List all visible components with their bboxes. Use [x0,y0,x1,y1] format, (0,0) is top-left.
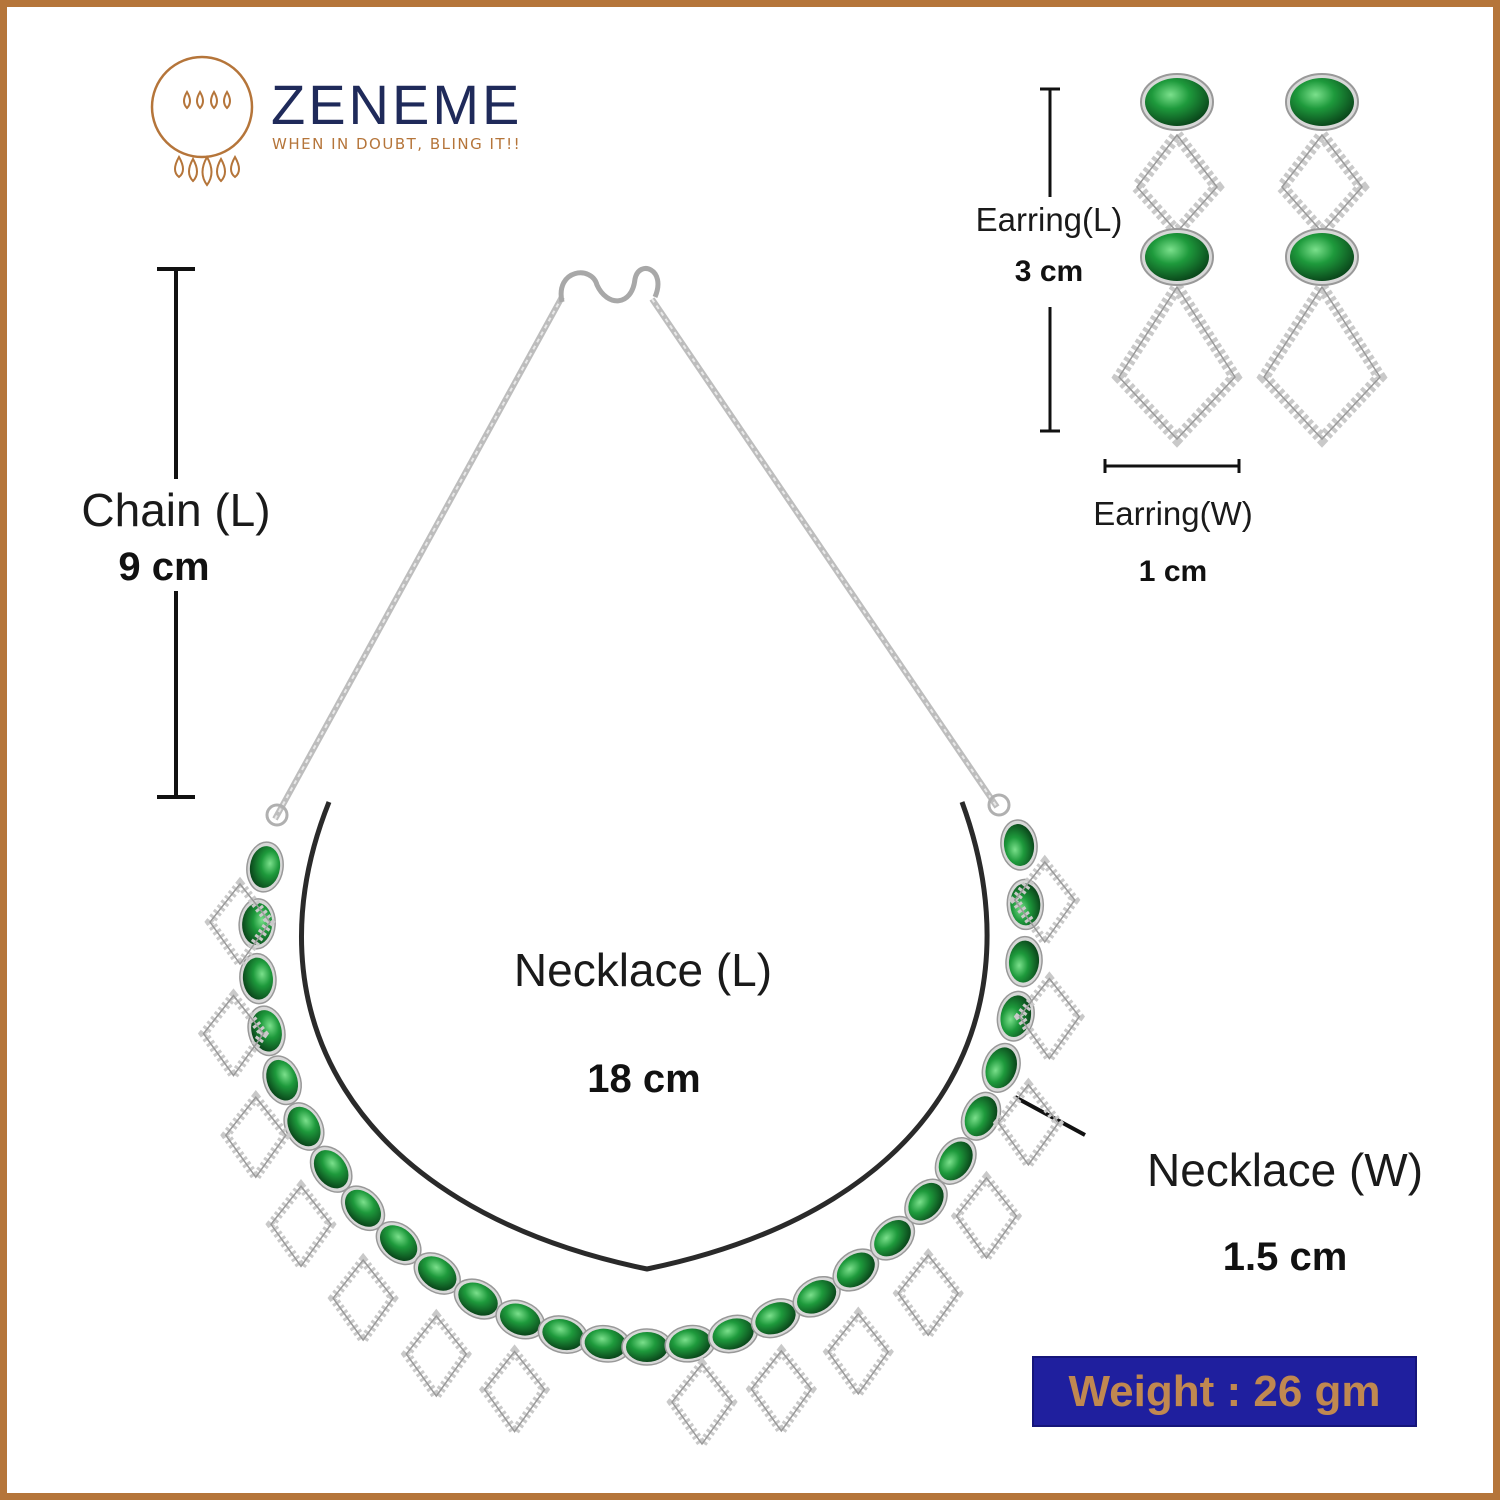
diamond-drop [666,1356,738,1452]
jewelry-illustration [150,55,1388,1452]
green-gem [239,952,277,1005]
necklace-width-value: 1.5 cm [1222,1235,1348,1279]
green-gem [707,1314,759,1354]
necklace-diamond-drops [197,854,1086,1452]
green-gem [453,1278,503,1320]
green-gem [246,841,284,893]
earring [1256,73,1388,448]
green-gem [1005,935,1043,988]
diamond-drop [1013,971,1086,1067]
green-gem [904,1178,948,1225]
chain-length-label: Chain (L) [81,484,271,536]
earrings [1111,73,1388,448]
brand-name: ZENEME [271,73,523,136]
earring-length-marker [1040,87,1060,433]
chain-length-marker [157,267,195,799]
green-gem [832,1248,880,1292]
diamond-drop [220,1089,292,1185]
green-gem [981,1042,1021,1093]
green-gem [262,1055,302,1106]
earring-length-label: Earring(L) [975,201,1123,238]
diamond-drop [327,1252,399,1348]
earring-width-label: Earring(W) [1093,495,1253,532]
diamond-drop [822,1306,894,1402]
diamond-drop [204,876,276,972]
green-gem [869,1215,916,1261]
green-gem [375,1221,422,1266]
earring-width-value: 1 cm [1138,555,1208,588]
brand-logo [150,55,254,187]
diamond-drop [950,1170,1023,1266]
brand-tagline: WHEN IN DOUBT, BLING IT!! [272,135,522,153]
green-gem [283,1102,325,1151]
green-gem [1000,819,1038,871]
green-gem [934,1137,977,1185]
green-gem [537,1315,589,1354]
diamond-drop [197,988,270,1084]
diamond-drop [892,1247,964,1343]
green-gem [579,1324,632,1363]
weight-text: Weight : 26 gm [1068,1366,1381,1416]
necklace-length-label: Necklace (L) [513,944,773,996]
weight-badge: Weight : 26 gm [1032,1356,1417,1427]
green-gem [792,1275,841,1318]
chain-length-value: 9 cm [118,545,210,589]
necklace-length-value: 18 cm [587,1057,701,1101]
necklace-width-label: Necklace (W) [1146,1144,1424,1196]
green-gem [340,1185,386,1232]
green-gem [664,1324,716,1363]
diamond-drop [400,1308,472,1404]
diamond-drop [745,1343,817,1439]
earring-length-value: 3 cm [1014,255,1084,288]
necklace-length-arc [299,801,990,1272]
necklace-chain [265,266,1011,827]
diamond-drop [478,1344,551,1440]
diamond-drop [992,1077,1065,1173]
green-gem [621,1328,673,1366]
green-gem [309,1145,353,1193]
earring [1111,73,1243,448]
green-gem [495,1299,546,1340]
diamond-drop [1009,854,1081,950]
diamond-drop [265,1179,337,1275]
earring-width-marker [1103,459,1241,473]
